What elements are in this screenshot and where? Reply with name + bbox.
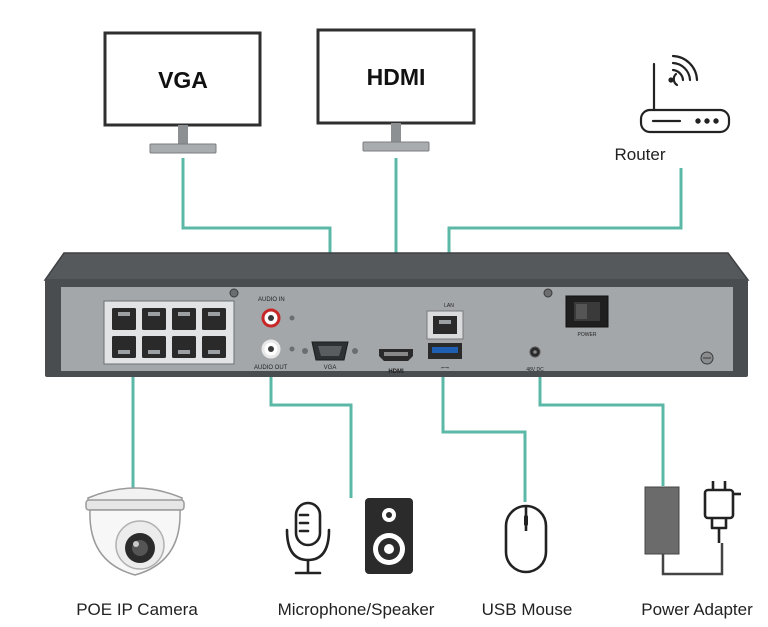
router-label: Router xyxy=(614,145,665,164)
wifi-icon xyxy=(668,54,699,87)
cable-audio xyxy=(269,360,353,498)
audio-out-jack xyxy=(261,339,281,359)
power-label: POWER xyxy=(578,332,597,338)
power-adapter-icon xyxy=(644,486,724,576)
audio-out-label: AUDIO OUT xyxy=(254,365,288,371)
hdmi-port-label: HDMI xyxy=(388,369,404,375)
vga-monitor: VGA xyxy=(103,31,262,154)
power-switch xyxy=(565,295,609,328)
dc-input xyxy=(529,346,541,358)
hdmi-port xyxy=(379,349,413,361)
dc-label: 48V DC xyxy=(526,367,544,373)
cable-power xyxy=(538,357,665,486)
usb-port xyxy=(428,343,462,359)
mouse-icon xyxy=(504,504,548,574)
vga-monitor-label: VGA xyxy=(158,67,208,93)
audio-label: Microphone/Speaker xyxy=(278,600,435,619)
router-icon xyxy=(639,62,731,134)
usb-symbol: ⭠⭢ xyxy=(441,365,449,371)
vga-port-label: VGA xyxy=(324,365,337,371)
poe-ports xyxy=(103,300,235,365)
camera-icon xyxy=(85,487,185,576)
router xyxy=(639,54,731,134)
camera-label: POE IP Camera xyxy=(76,600,198,619)
audio-in-label: AUDIO IN xyxy=(258,297,285,303)
mouse-label: USB Mouse xyxy=(482,600,573,619)
power-adapter-label: Power Adapter xyxy=(641,600,753,619)
plug-icon xyxy=(703,481,741,543)
speaker-icon xyxy=(365,498,413,574)
nvr-unit: AUDIO IN AUDIO OUT VGA HDMI LAN xyxy=(43,252,750,377)
ground-screw xyxy=(700,351,714,365)
microphone-icon xyxy=(285,501,331,575)
lan-label: LAN xyxy=(444,303,454,309)
lan-port xyxy=(426,310,464,340)
hdmi-monitor-label: HDMI xyxy=(367,64,426,90)
vga-port xyxy=(302,341,358,361)
cable-usb xyxy=(441,362,527,502)
audio-in-jack xyxy=(261,308,281,328)
hdmi-monitor: HDMI xyxy=(316,28,476,152)
